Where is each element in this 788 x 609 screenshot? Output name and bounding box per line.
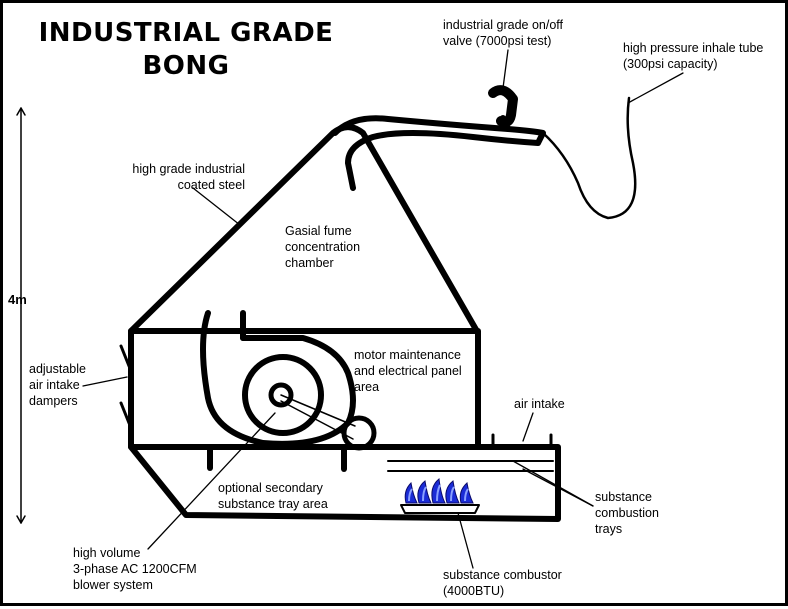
top-tube-loop (332, 115, 546, 191)
blower-hub (268, 382, 294, 408)
label-blower: high volume 3-phase AC 1200CFM blower sy… (73, 546, 197, 592)
label-dampers: adjustable air intake dampers (29, 362, 86, 408)
bong-drawing (16, 49, 684, 569)
motor-housing (128, 328, 481, 450)
blower-scroll (200, 310, 356, 447)
label-air-intake: air intake (514, 397, 565, 411)
label-valve: industrial grade on/off valve (7000psi t… (443, 18, 563, 48)
combustor-base (400, 504, 480, 514)
diagram-title: INDUSTRIAL GRADE BONG (21, 17, 351, 83)
combustion-box (128, 444, 561, 522)
label-motor: motor maintenance and electrical panel a… (354, 348, 462, 394)
label-combustor: substance combustor (4000BTU) (443, 568, 562, 598)
blower-wheel (242, 354, 324, 436)
label-combustion-trays: substance combustion trays (595, 490, 659, 536)
flame-icon (404, 478, 474, 504)
label-coated-steel: high grade industrial coated steel (132, 162, 245, 192)
scale-label: 4m (8, 292, 27, 307)
label-secondary-tray: optional secondary substance tray area (218, 481, 328, 511)
motor-pulley (341, 415, 377, 451)
title-line-1: INDUSTRIAL GRADE (38, 18, 334, 48)
label-chamber: Gasial fume concentration chamber (285, 224, 361, 270)
title-line-2: BONG (142, 51, 230, 81)
inhale-tube (541, 96, 637, 220)
label-inhale-tube: high pressure inhale tube (300psi capaci… (623, 41, 764, 71)
